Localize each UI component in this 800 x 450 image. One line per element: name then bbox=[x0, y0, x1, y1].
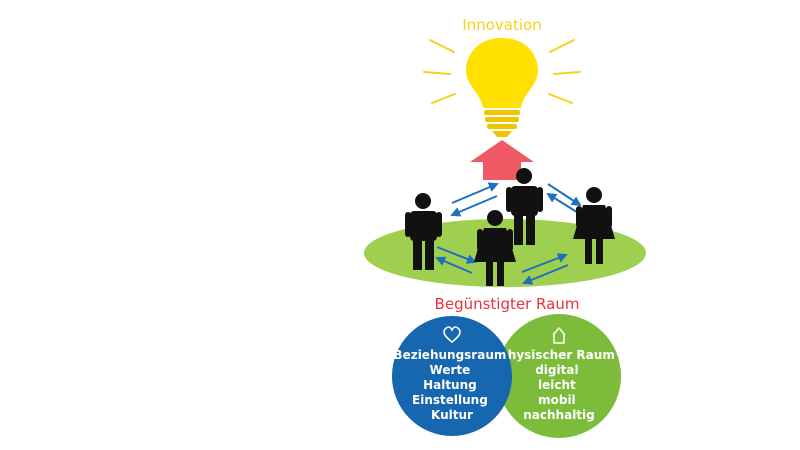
up-arrow-icon bbox=[470, 140, 534, 180]
svg-text:Beziehungsraum Werte: Beziehungsraum Werte Haltung Einstellung… bbox=[393, 348, 510, 422]
relationship-line-4: Einstellung bbox=[412, 393, 488, 407]
bulb-rays bbox=[423, 39, 581, 104]
person-man-center-icon bbox=[506, 168, 543, 245]
physical-line-2: digital bbox=[535, 363, 578, 377]
relationship-space-circle: Beziehungsraum Werte Haltung Einstellung… bbox=[392, 316, 512, 436]
house-icon bbox=[552, 327, 566, 344]
physical-line-4: mobil bbox=[538, 393, 576, 407]
physical-space-circle: Physischer Raum digital leicht mobil nac… bbox=[497, 314, 621, 438]
person-woman-right-icon bbox=[573, 187, 615, 264]
favorable-space-label: Begünstigter Raum bbox=[435, 295, 580, 313]
svg-text:Physischer Raum digital: Physischer Raum digital leicht mobil nac… bbox=[499, 348, 619, 422]
relationship-line-3: Haltung bbox=[423, 378, 477, 392]
relationship-line-5: Kultur bbox=[431, 408, 473, 422]
physical-line-3: leicht bbox=[538, 378, 576, 392]
relationship-line-2: Werte bbox=[430, 363, 471, 377]
heart-icon bbox=[443, 326, 461, 343]
exchange-arrows bbox=[435, 182, 582, 285]
innovation-label: Innovation bbox=[462, 16, 541, 34]
lightbulb-icon bbox=[466, 38, 538, 137]
person-man-left-icon bbox=[405, 193, 442, 270]
relationship-line-1: Beziehungsraum bbox=[393, 348, 506, 362]
physical-line-1: Physischer Raum bbox=[499, 348, 615, 362]
physical-line-5: nachhaltig bbox=[523, 408, 595, 422]
person-woman-center-icon bbox=[474, 210, 516, 286]
